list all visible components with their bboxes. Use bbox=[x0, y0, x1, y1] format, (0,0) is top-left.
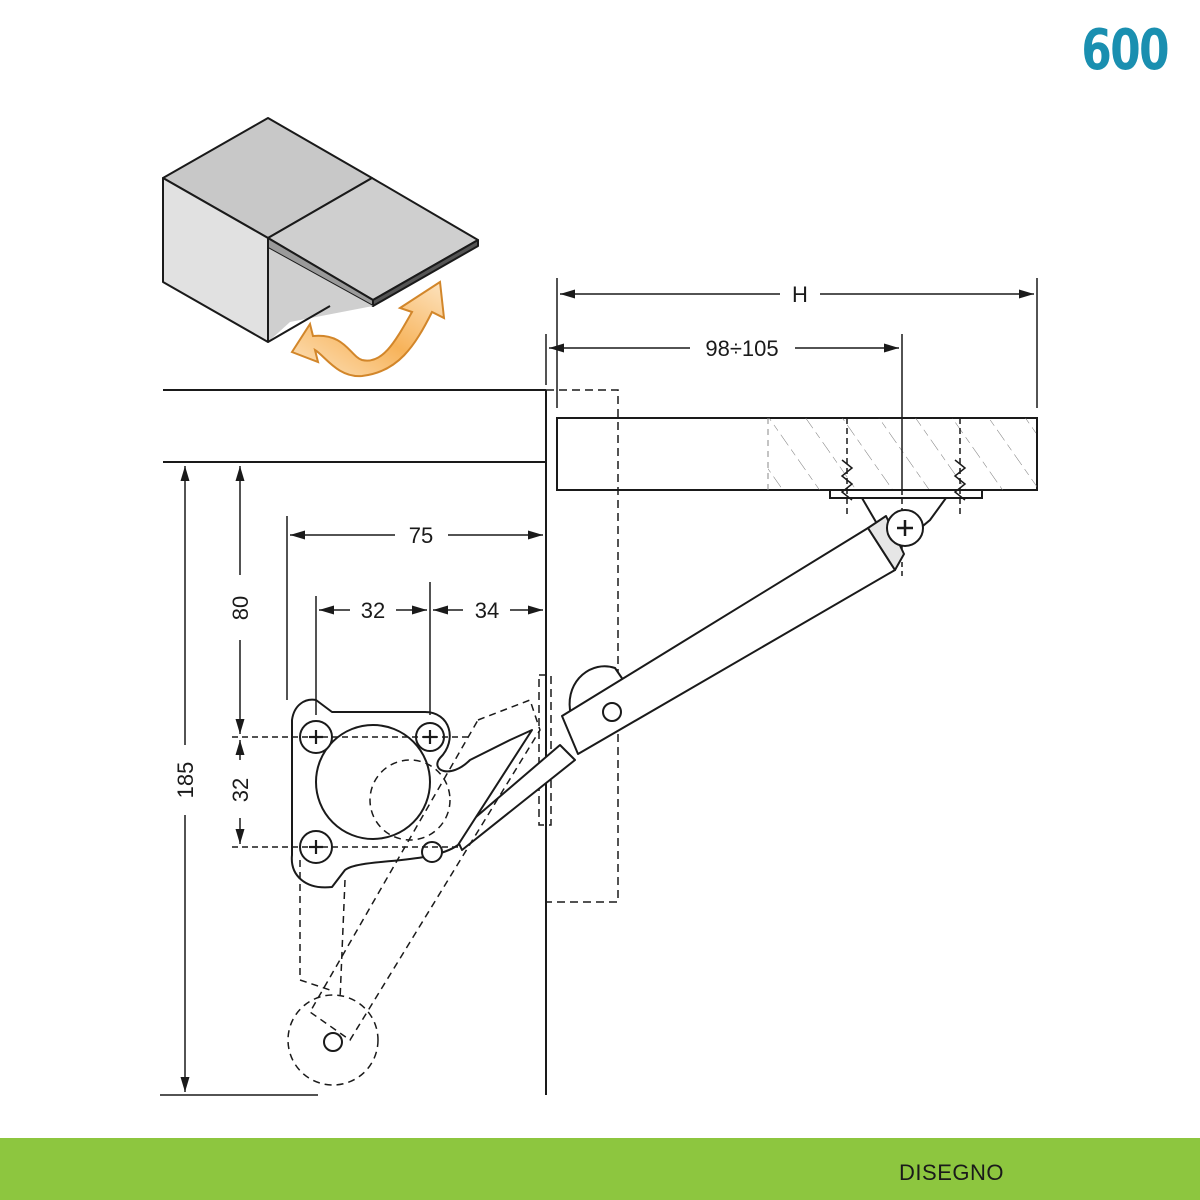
hinge-stay-icon bbox=[454, 509, 924, 851]
model-number-badge: 600 bbox=[1081, 18, 1169, 83]
base-mounting-plate bbox=[290, 698, 533, 889]
dimension-75-label: 75 bbox=[409, 523, 433, 548]
rotation-arrow-icon bbox=[290, 280, 446, 378]
dimension-34-label: 34 bbox=[475, 598, 499, 623]
dimension-185-label: 185 bbox=[173, 762, 198, 799]
cabinet-flap-icon bbox=[162, 117, 479, 343]
arm-closed-ghost bbox=[287, 699, 541, 1086]
dimension-80-label: 80 bbox=[228, 596, 253, 620]
dimension-32-vertical-label: 32 bbox=[228, 778, 253, 802]
footer-bar bbox=[0, 1138, 1200, 1200]
dimension-h-label: H bbox=[792, 282, 808, 307]
pivot-pin bbox=[323, 1032, 343, 1052]
dimension-range-label: 98÷105 bbox=[705, 336, 778, 361]
footer-label: DISEGNO bbox=[899, 1160, 1004, 1185]
dimension-lines bbox=[160, 278, 1038, 1096]
flap-closed-ghost bbox=[538, 389, 619, 903]
flap-door bbox=[556, 417, 1038, 491]
cabinet-outline bbox=[163, 389, 547, 1095]
dimension-32-horizontal-label: 32 bbox=[361, 598, 385, 623]
